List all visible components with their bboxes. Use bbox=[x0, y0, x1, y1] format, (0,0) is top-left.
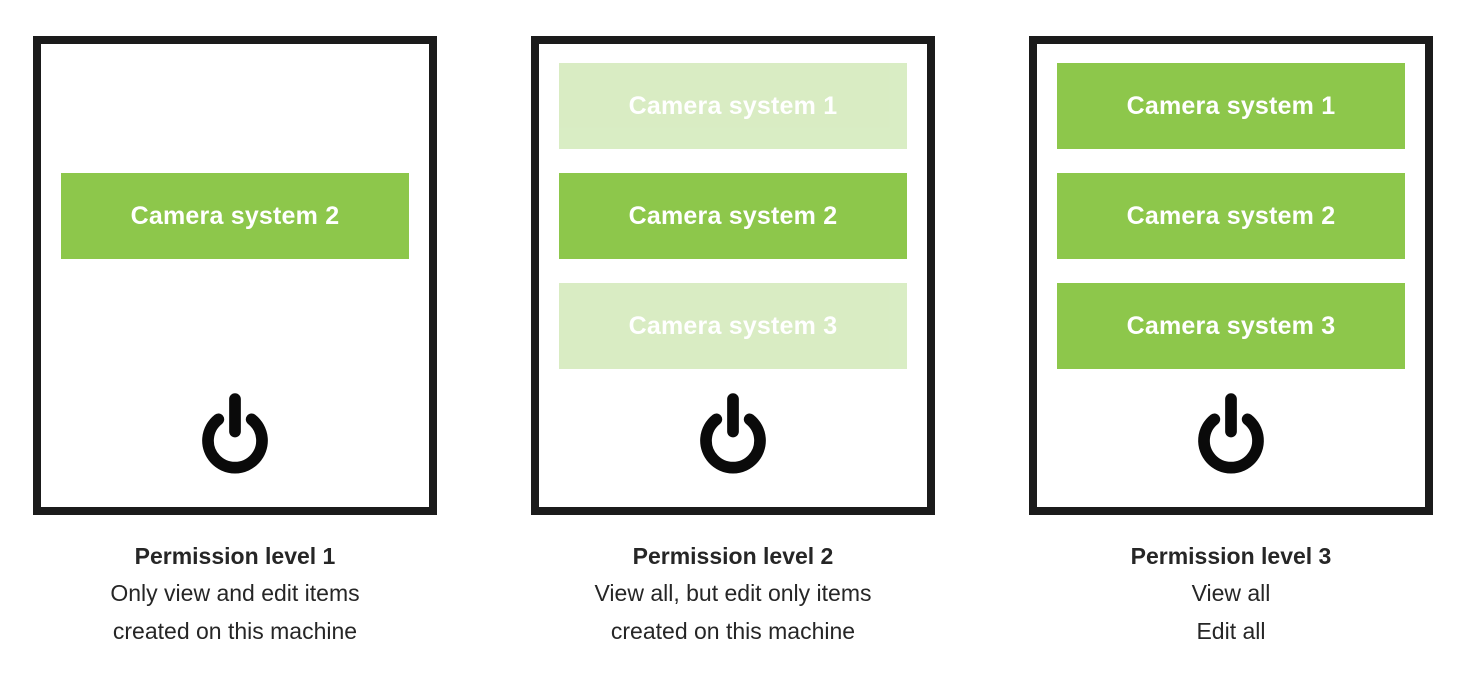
permission-level-3-caption: Permission level 3 View all Edit all bbox=[1131, 538, 1332, 650]
camera-system-3-button-faded[interactable]: Camera system 3 bbox=[559, 283, 907, 369]
power-icon[interactable] bbox=[1186, 391, 1276, 481]
caption-title: Permission level 3 bbox=[1130, 543, 1332, 569]
camera-system-list: Camera system 2 bbox=[61, 63, 409, 369]
permission-level-2-column: Camera system 1 Camera system 2 Camera s… bbox=[531, 36, 935, 650]
caption-line: Edit all bbox=[1196, 618, 1266, 644]
permission-level-1-column: Camera system 2 Permission level 1 Only … bbox=[33, 36, 437, 650]
permission-level-1-caption: Permission level 1 Only view and edit it… bbox=[110, 538, 359, 650]
caption-line: created on this machine bbox=[610, 618, 856, 644]
camera-system-2-button[interactable]: Camera system 2 bbox=[1057, 173, 1405, 259]
camera-system-1-button-faded[interactable]: Camera system 1 bbox=[559, 63, 907, 149]
device-panel-3: Camera system 1 Camera system 2 Camera s… bbox=[1029, 36, 1433, 515]
caption-line: created on this machine bbox=[112, 618, 358, 644]
camera-system-2-button[interactable]: Camera system 2 bbox=[61, 173, 409, 259]
permission-level-2-caption: Permission level 2 View all, but edit on… bbox=[595, 538, 872, 650]
caption-line: View all, but edit only items bbox=[594, 580, 872, 606]
power-icon[interactable] bbox=[190, 391, 280, 481]
device-panel-1: Camera system 2 bbox=[33, 36, 437, 515]
camera-system-list: Camera system 1 Camera system 2 Camera s… bbox=[559, 63, 907, 369]
device-panel-2: Camera system 1 Camera system 2 Camera s… bbox=[531, 36, 935, 515]
power-icon[interactable] bbox=[688, 391, 778, 481]
camera-system-list: Camera system 1 Camera system 2 Camera s… bbox=[1057, 63, 1405, 369]
caption-title: Permission level 1 bbox=[134, 543, 336, 569]
caption-line: Only view and edit items bbox=[110, 580, 360, 606]
caption-title: Permission level 2 bbox=[632, 543, 834, 569]
camera-system-2-button[interactable]: Camera system 2 bbox=[559, 173, 907, 259]
caption-line: View all bbox=[1191, 580, 1271, 606]
camera-system-1-button[interactable]: Camera system 1 bbox=[1057, 63, 1405, 149]
permission-level-3-column: Camera system 1 Camera system 2 Camera s… bbox=[1029, 36, 1433, 650]
camera-system-3-button[interactable]: Camera system 3 bbox=[1057, 283, 1405, 369]
permission-levels-diagram: Camera system 2 Permission level 1 Only … bbox=[33, 36, 1433, 650]
